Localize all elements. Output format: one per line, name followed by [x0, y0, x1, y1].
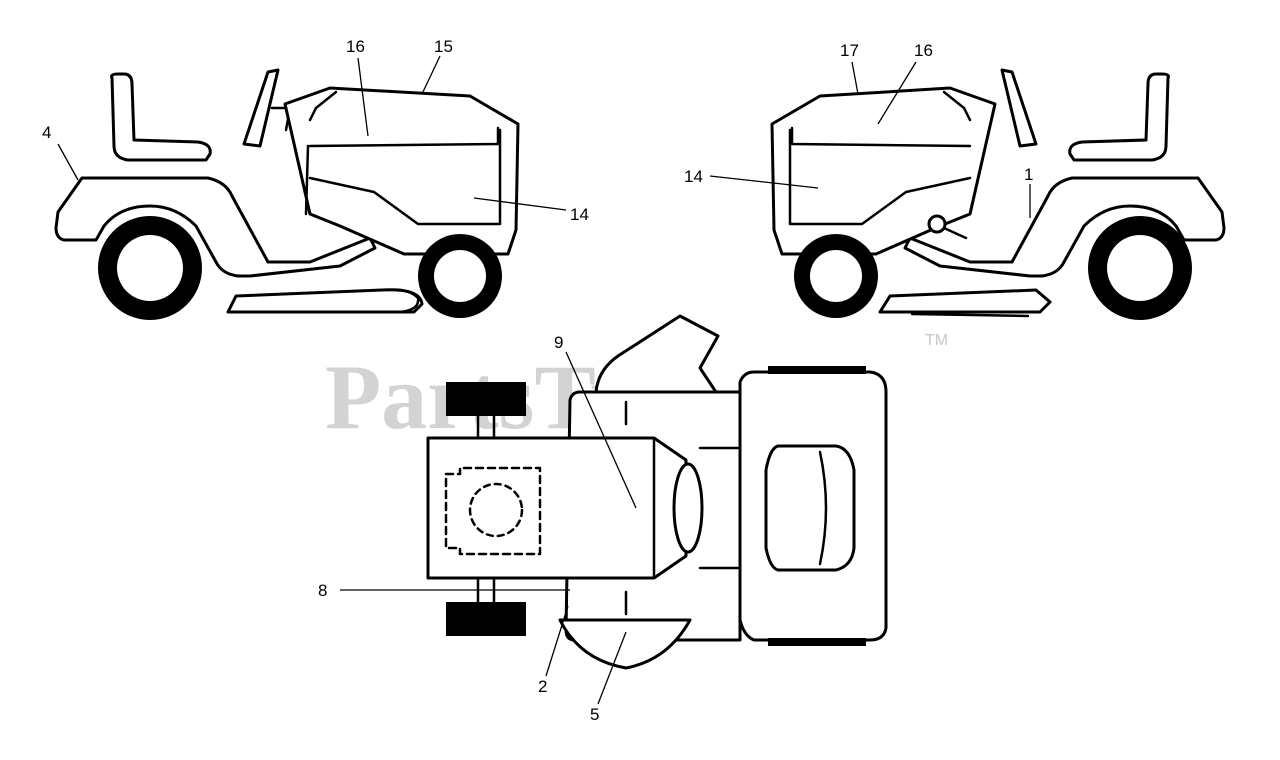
top-seat: [764, 444, 856, 572]
leader-lines: [57, 55, 1031, 705]
callout-9: 9: [554, 333, 563, 352]
right-lift-lever: [927, 214, 947, 234]
callout-16-right: 16: [914, 41, 933, 60]
top-steering-wheel: [594, 314, 720, 394]
left-seat: [110, 72, 212, 162]
callouts: 4 16 15 14 17 16 14 1 9 8 2 5: [42, 37, 1033, 724]
left-mower-deck: [226, 288, 424, 314]
right-rear-fender: [903, 176, 1226, 278]
callout-15: 15: [434, 37, 453, 56]
left-steering-wheel: [242, 68, 280, 148]
callout-17: 17: [840, 41, 859, 60]
callout-14-left: 14: [570, 205, 589, 224]
left-body: [283, 86, 520, 256]
callout-5: 5: [590, 705, 599, 724]
callout-1: 1: [1024, 165, 1033, 184]
callout-2: 2: [538, 677, 547, 696]
top-steering-column: [672, 462, 704, 554]
callout-4: 4: [42, 123, 51, 142]
left-rear-fender: [54, 176, 377, 278]
callout-16-left: 16: [346, 37, 365, 56]
top-view: [426, 314, 888, 670]
right-seat: [1068, 72, 1170, 162]
right-side-view: [770, 68, 1226, 320]
right-mower-deck: [878, 288, 1052, 314]
right-steering-wheel: [1000, 68, 1038, 148]
top-front-tire-upper: [446, 382, 526, 416]
left-side-view: [54, 68, 520, 320]
top-mower-deck: [558, 618, 692, 670]
top-front-tire-lower: [446, 602, 526, 636]
top-hood: [426, 436, 688, 580]
trademark-symbol: TM: [925, 332, 948, 349]
callout-14-right: 14: [684, 167, 703, 186]
right-body: [770, 86, 997, 256]
callout-8: 8: [318, 581, 327, 600]
